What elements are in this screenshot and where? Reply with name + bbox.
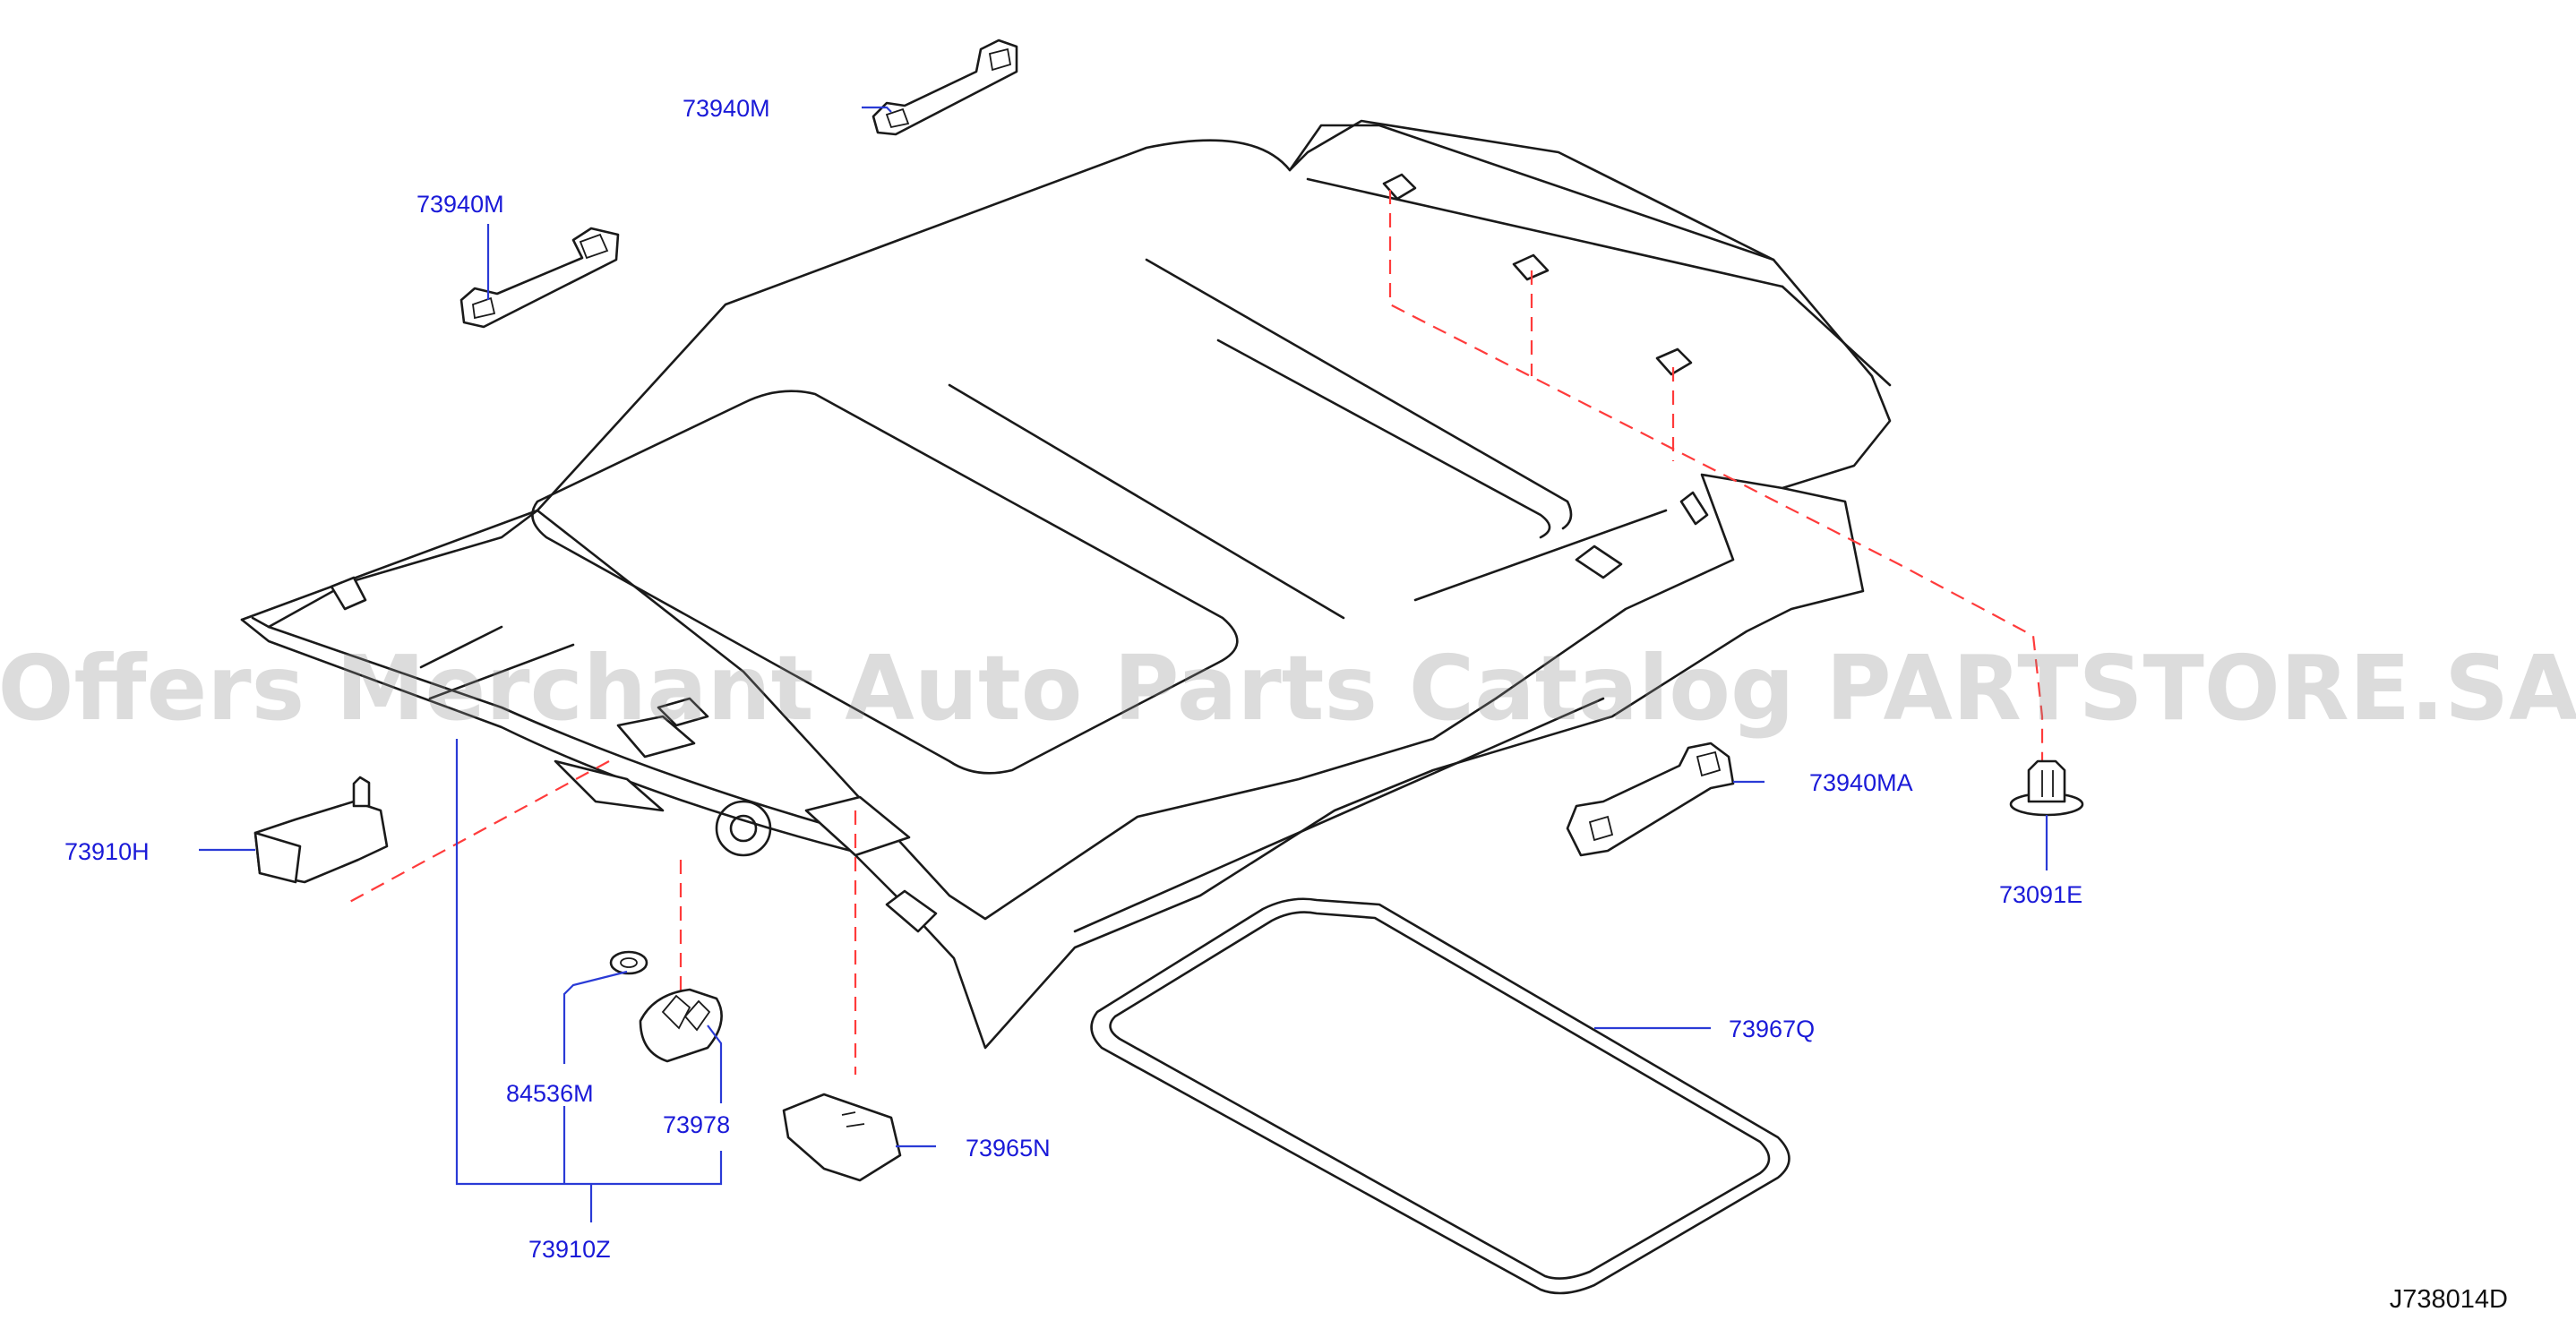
part-label-73967Q[interactable]: 73967Q — [1729, 1016, 1815, 1042]
assist-grip-handle-icon — [872, 39, 1018, 136]
part-label-73940M[interactable]: 73940M — [683, 95, 770, 122]
holder-icon — [639, 988, 723, 1063]
part-label-73910H[interactable]: 73910H — [64, 838, 150, 865]
part-label-73978[interactable]: 73978 — [663, 1111, 730, 1138]
watermark-text: Offers Merchant Auto Parts Catalog PARTS… — [0, 636, 2576, 741]
headlining-panel — [240, 119, 1892, 1050]
sunroof-seal-icon — [1090, 897, 1790, 1295]
push-clip-icon — [2009, 759, 2084, 817]
part-labels: 73940M 73940M 73940MA 73091E 73910H 7396… — [64, 95, 2082, 1263]
part-label-73940MA[interactable]: 73940MA — [1809, 769, 1913, 796]
part-label-73940M[interactable]: 73940M — [416, 191, 504, 218]
assist-grip-handle-icon — [459, 227, 620, 329]
washer-icon — [609, 950, 648, 975]
part-label-73091E[interactable]: 73091E — [1999, 881, 2082, 908]
visor-holder-icon — [253, 776, 389, 884]
assist-grip-handle-icon — [1566, 742, 1735, 857]
part-label-73910Z[interactable]: 73910Z — [528, 1236, 611, 1263]
part-label-84536M[interactable]: 84536M — [506, 1080, 594, 1107]
assembly-guide-lines — [344, 190, 2044, 1075]
leader-lines — [199, 106, 2048, 1222]
part-label-73965N[interactable]: 73965N — [966, 1135, 1051, 1162]
diagram-code: J738014D — [2390, 1285, 2508, 1314]
lamp-cover-icon — [782, 1093, 902, 1182]
